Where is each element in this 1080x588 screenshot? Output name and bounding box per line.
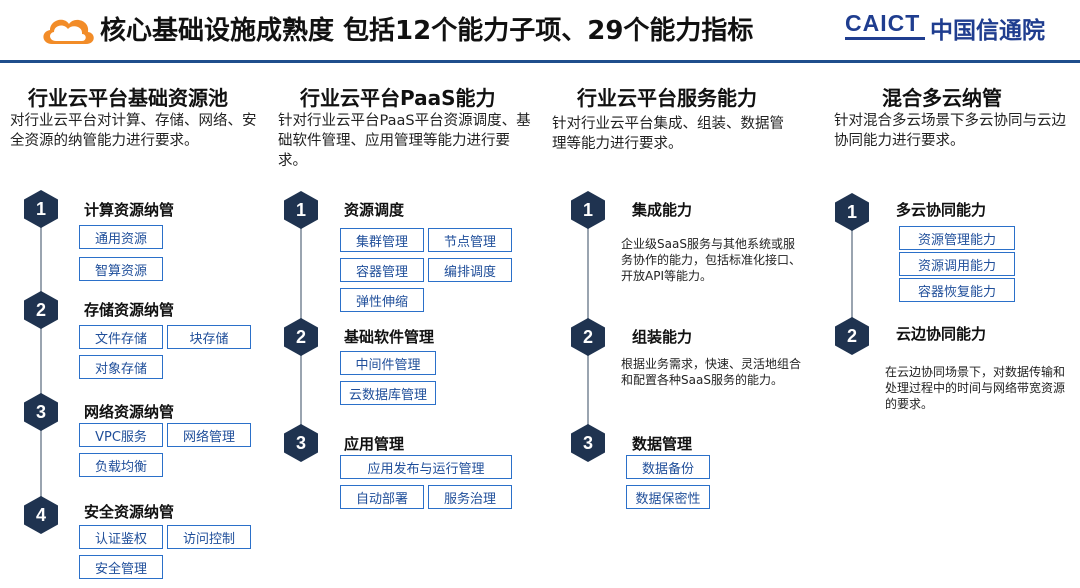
step-3-hex: 3 [571, 424, 605, 462]
column-title: 行业云平台基础资源池 [28, 86, 228, 110]
section-title: 安全资源纳管 [84, 503, 175, 521]
section-title: 基础软件管理 [344, 328, 435, 346]
column-title: 行业云平台服务能力 [577, 86, 757, 110]
tag-cloud-db-mgmt: 云数据库管理 [340, 381, 436, 405]
section-title: 计算资源纳管 [84, 201, 175, 219]
tag-resource-mgmt: 资源管理能力 [899, 226, 1015, 250]
tag-object-storage: 对象存储 [79, 355, 163, 379]
tag-data-confidentiality: 数据保密性 [626, 485, 710, 509]
step-1-hex: 1 [284, 191, 318, 229]
section-title: 云边协同能力 [896, 325, 987, 343]
tag-security-mgmt: 安全管理 [79, 555, 163, 579]
section-description: 根据业务需求，快速、灵活地组合和配置各种SaaS服务的能力。 [621, 357, 802, 387]
step-3-hex: 3 [284, 424, 318, 462]
tag-auth: 认证鉴权 [79, 525, 163, 549]
tag-vpc: VPC服务 [79, 423, 163, 447]
column-title: 行业云平台PaaS能力 [300, 86, 496, 110]
tag-load-balance: 负载均衡 [79, 453, 163, 477]
step-2-hex: 2 [835, 317, 869, 355]
step-3-hex: 3 [24, 393, 58, 431]
section-title: 资源调度 [344, 201, 405, 219]
caict-logo-cn: 中国信通院 [930, 18, 1045, 44]
section-title: 组装能力 [632, 328, 693, 346]
tag-data-backup: 数据备份 [626, 455, 710, 479]
column-title: 混合多云纳管 [882, 86, 1002, 110]
tag-elastic-scaling: 弹性伸缩 [340, 288, 424, 312]
section-description: 企业级SaaS服务与其他系统或服务协作的能力，包括标准化接口、开放API等能力。 [621, 237, 802, 283]
tag-app-release: 应用发布与运行管理 [340, 455, 512, 479]
tag-ai-compute: 智算资源 [79, 257, 163, 281]
tag-block-storage: 块存储 [167, 325, 251, 349]
step-2-hex: 2 [24, 291, 58, 329]
page-title: 核心基础设施成熟度 包括12个能力子项、29个能力指标 [100, 16, 754, 46]
tag-network-mgmt: 网络管理 [167, 423, 251, 447]
step-1-hex: 1 [835, 193, 869, 231]
tag-node-mgmt: 节点管理 [428, 228, 512, 252]
column-description: 针对行业云平台集成、组装、数据管理等能力进行要求。 [552, 116, 784, 152]
step-1-hex: 1 [24, 190, 58, 228]
header-divider [0, 60, 1080, 63]
tag-container-mgmt: 容器管理 [340, 258, 424, 282]
section-title: 网络资源纳管 [84, 403, 175, 421]
cloud-icon [38, 12, 98, 46]
section-title: 集成能力 [632, 201, 693, 219]
section-title: 存储资源纳管 [84, 301, 175, 319]
tag-auto-deploy: 自动部署 [340, 485, 424, 509]
caict-logo-text: CAICT [845, 10, 921, 36]
tag-file-storage: 文件存储 [79, 325, 163, 349]
tag-resource-invoke: 资源调用能力 [899, 252, 1015, 276]
tag-general-resource: 通用资源 [79, 225, 163, 249]
section-description: 在云边协同场景下，对数据传输和处理过程中的时间与网络带宽资源的要求。 [885, 365, 1066, 411]
logo-underline [845, 37, 925, 40]
tag-service-governance: 服务治理 [428, 485, 512, 509]
column-description: 针对行业云平台PaaS平台资源调度、基础软件管理、应用管理等能力进行要求。 [278, 113, 531, 169]
section-title: 数据管理 [632, 435, 693, 453]
section-title: 多云协同能力 [896, 201, 987, 219]
tag-orchestration: 编排调度 [428, 258, 512, 282]
tag-middleware-mgmt: 中间件管理 [340, 351, 436, 375]
column-description: 针对混合多云场景下多云协同与云边协同能力进行要求。 [834, 113, 1066, 149]
step-2-hex: 2 [284, 318, 318, 356]
step-4-hex: 4 [24, 496, 58, 534]
section-title: 应用管理 [344, 435, 405, 453]
step-1-hex: 1 [571, 191, 605, 229]
timeline-line [851, 210, 853, 335]
tag-cluster-mgmt: 集群管理 [340, 228, 424, 252]
step-2-hex: 2 [571, 318, 605, 356]
column-description: 对行业云平台对计算、存储、网络、安全资源的纳管能力进行要求。 [10, 113, 257, 149]
tag-container-recovery: 容器恢复能力 [899, 278, 1015, 302]
tag-access-control: 访问控制 [167, 525, 251, 549]
timeline-line [40, 205, 42, 520]
